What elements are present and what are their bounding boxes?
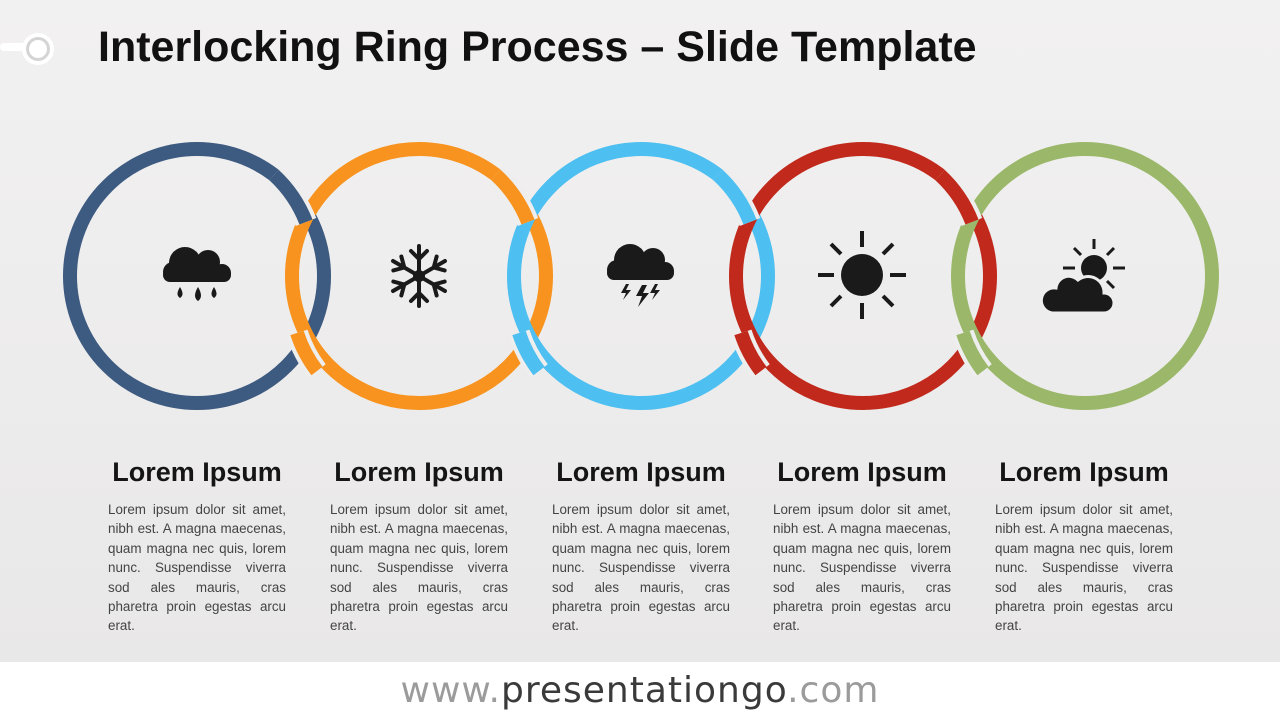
- step-2: Lorem Ipsum Lorem ipsum dolor sit amet, …: [330, 450, 508, 636]
- snowflake-icon: [391, 244, 447, 308]
- slide-title: Interlocking Ring Process – Slide Templa…: [98, 23, 977, 71]
- step-3-title: Lorem Ipsum: [556, 457, 726, 487]
- step-5: Lorem Ipsum Lorem ipsum dolor sit amet, …: [995, 450, 1173, 636]
- step-4-text: Lorem ipsum dolor sit amet, nibh est. A …: [773, 502, 951, 634]
- footer-url[interactable]: www.presentationgo.com: [0, 662, 1280, 720]
- ring-3: [507, 142, 775, 410]
- thunderstorm-cloud-icon: [607, 244, 674, 307]
- step-2-text: Lorem ipsum dolor sit amet, nibh est. A …: [330, 502, 508, 634]
- step-5-text: Lorem ipsum dolor sit amet, nibh est. A …: [995, 502, 1173, 634]
- step-3-text: Lorem ipsum dolor sit amet, nibh est. A …: [552, 502, 730, 634]
- step-1-text: Lorem ipsum dolor sit amet, nibh est. A …: [108, 502, 286, 634]
- ring-4: [729, 142, 997, 410]
- title-tab-icon: [0, 33, 54, 65]
- step-3: Lorem Ipsum Lorem ipsum dolor sit amet, …: [552, 450, 730, 636]
- ring-5: [951, 142, 1219, 410]
- step-4-title: Lorem Ipsum: [777, 457, 947, 487]
- slide-background: [0, 0, 1280, 662]
- ring-1: [63, 142, 331, 410]
- interlocking-rings-diagram: [63, 142, 1219, 410]
- footer-suffix: .com: [787, 670, 880, 711]
- footer-prefix: www.: [400, 670, 501, 711]
- step-4: Lorem Ipsum Lorem ipsum dolor sit amet, …: [773, 450, 951, 636]
- sun-icon: [818, 231, 906, 319]
- rain-cloud-icon: [163, 247, 231, 301]
- step-5-title: Lorem Ipsum: [999, 457, 1169, 487]
- partly-cloudy-icon: [1039, 239, 1125, 315]
- step-1: Lorem Ipsum Lorem ipsum dolor sit amet, …: [108, 450, 286, 636]
- step-1-title: Lorem Ipsum: [112, 457, 282, 487]
- ring-2: [285, 142, 553, 410]
- step-2-title: Lorem Ipsum: [334, 457, 504, 487]
- footer-brand: presentationgo: [501, 670, 788, 711]
